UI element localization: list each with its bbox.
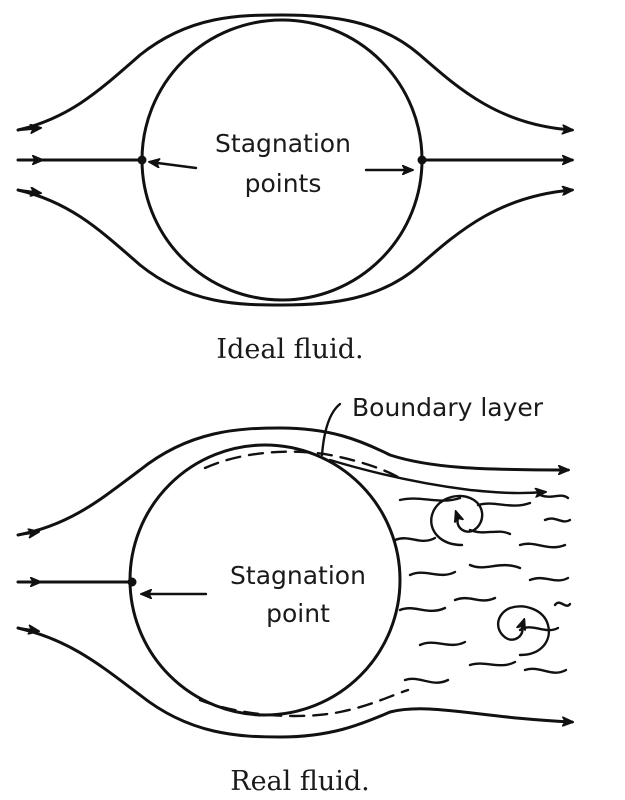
real-streamline-upper	[18, 428, 568, 535]
ideal-streamline-lower-start-arrow	[18, 190, 40, 193]
real-fluid-caption: Real fluid.	[230, 766, 370, 797]
ideal-leader-left	[150, 162, 196, 168]
real-stagnation-label-line1: Stagnation	[230, 561, 366, 590]
real-streamline-lower-start-arrow	[18, 628, 38, 631]
real-stagnation-label-line2: point	[266, 599, 330, 628]
real-fluid-diagram: Boundary layer Stagnation point Real flu…	[18, 393, 572, 797]
wake-region	[395, 495, 570, 683]
ideal-stagnation-point-right	[418, 156, 427, 165]
wake-vortex-upper	[431, 496, 482, 545]
wake-vortex-lower	[498, 606, 549, 655]
boundary-layer-leader	[322, 404, 340, 455]
ideal-fluid-caption: Ideal fluid.	[216, 334, 363, 365]
ideal-stagnation-label-line1: Stagnation	[215, 129, 351, 158]
ideal-fluid-diagram: Stagnation points Ideal fluid.	[18, 15, 572, 365]
real-stagnation-point	[128, 578, 137, 587]
real-streamline-lower	[18, 628, 572, 737]
boundary-layer-label: Boundary layer	[352, 393, 544, 422]
ideal-streamline-upper	[18, 15, 572, 130]
ideal-cylinder	[142, 20, 422, 300]
ideal-stagnation-point-left	[138, 156, 147, 165]
boundary-layer-top	[205, 452, 400, 478]
ideal-streamline-lower	[18, 190, 572, 305]
real-streamline-upper-start-arrow	[18, 532, 38, 535]
ideal-stagnation-label-line2: points	[245, 169, 322, 198]
